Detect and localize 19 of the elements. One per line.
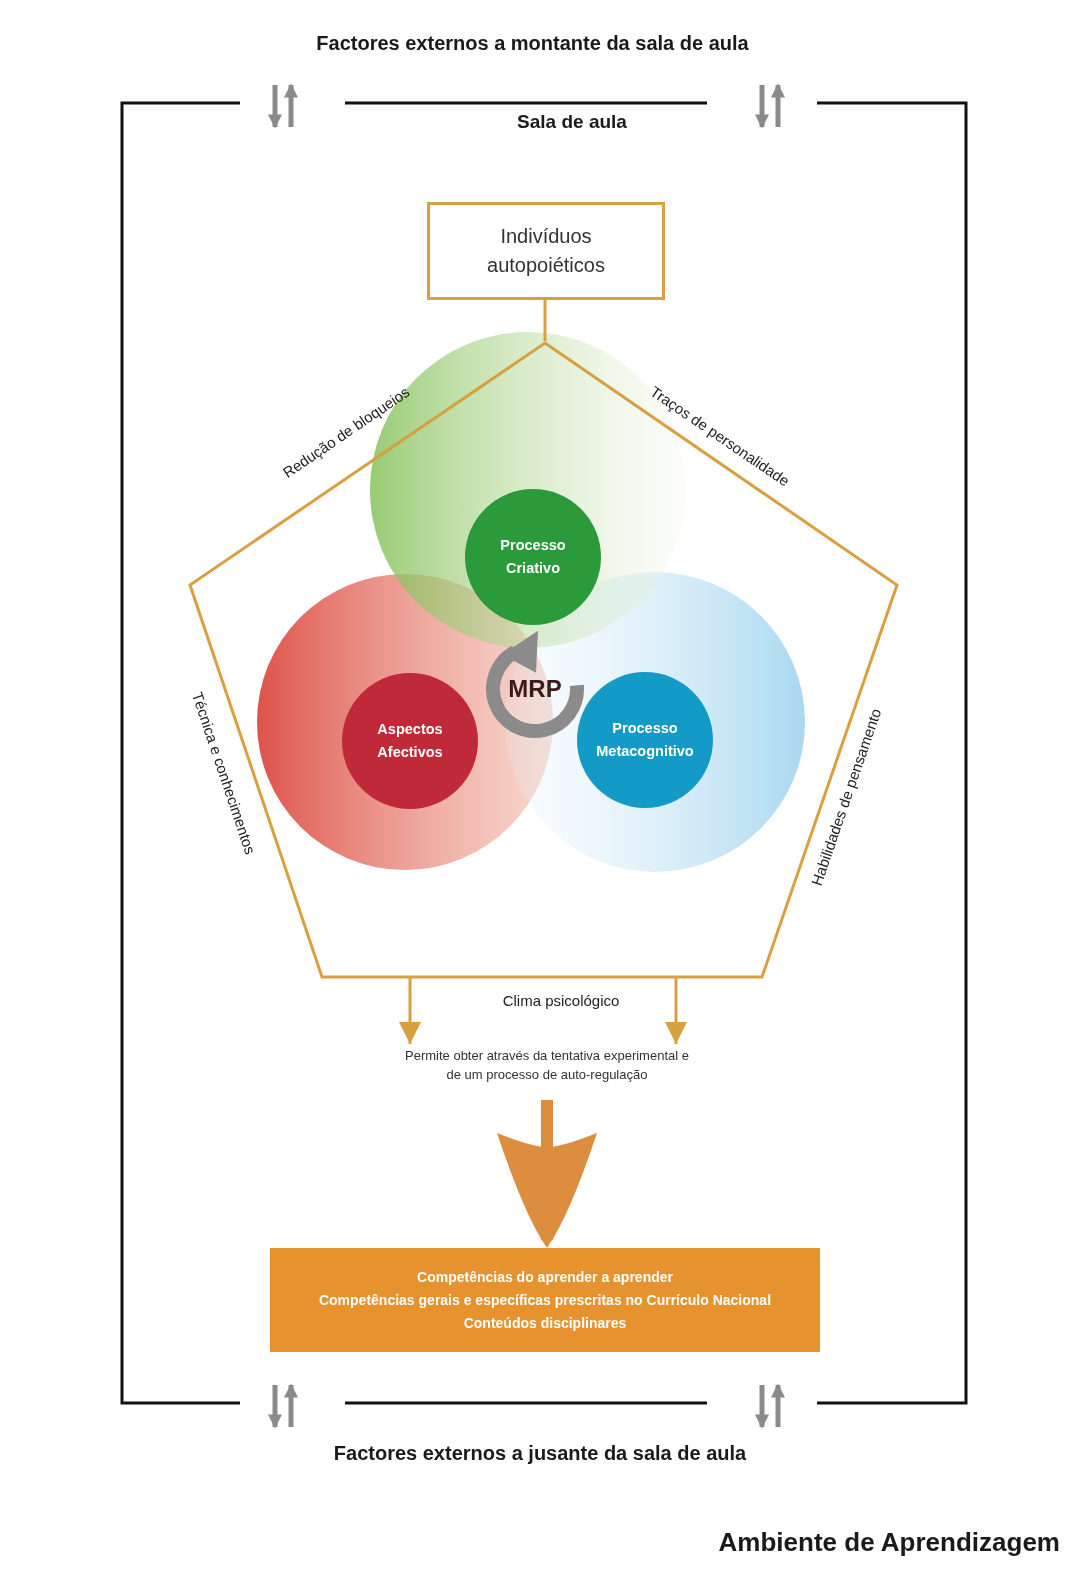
cycle-label: MRP [508,675,562,703]
circle-text: Processo Metacognitivo [595,719,695,761]
arrow [399,977,421,1044]
heading-label: Factores externos a jusante da sala de aula [332,1442,748,1465]
process-box [427,202,665,300]
side-label: Clima psicológico [502,991,620,1009]
heading-label: Ambiente de Aprendizagem [717,1527,1060,1558]
circle-text: Processo Criativo [499,536,567,578]
result-box [270,1248,820,1352]
circle-text: Aspectos Afectivos [376,720,444,762]
note-text: Permite obter através da tentativa experimental e de um processo de auto-regulação [404,1047,690,1084]
arrow [665,977,687,1044]
frame-heading: Sala de aula [516,111,628,133]
heading-label: Factores externos a montante da sala de aula [315,32,750,55]
result-text: Conteúdos disciplinares [463,1313,627,1333]
box-text: Indivíduos autopoiéticos [486,224,606,278]
connector-line [543,300,547,341]
result-text: Competências do aprender a aprender [417,1267,673,1287]
result-text: Competências gerais e específicas prescritas no Currículo Nacional [318,1290,772,1310]
